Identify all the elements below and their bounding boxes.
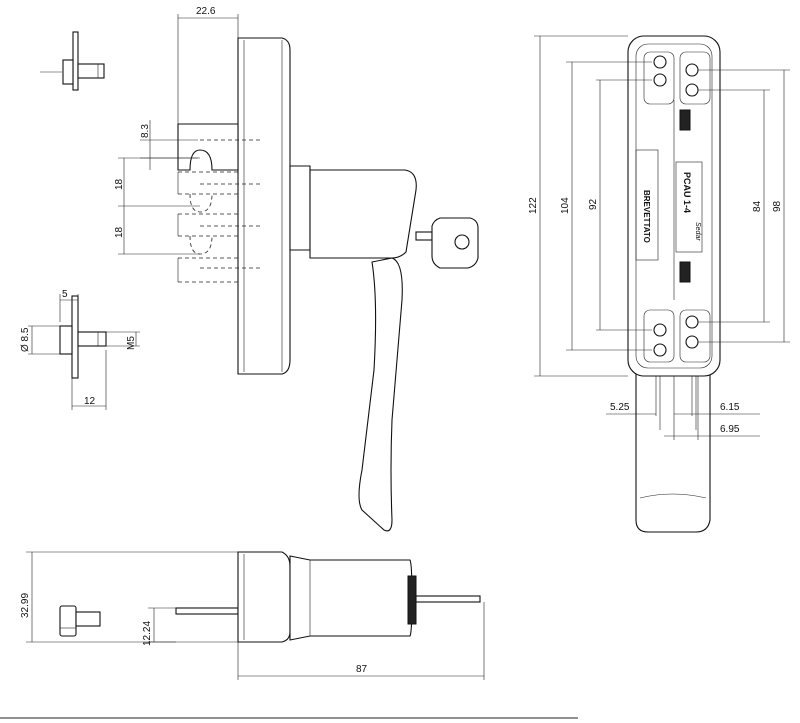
label-brevettato: BREVETTATO	[642, 190, 651, 243]
dim-12-24: 12.24	[142, 621, 153, 646]
dim-6-15: 6.15	[720, 402, 740, 413]
handle-side-view	[118, 14, 479, 532]
handle-bottom-view	[26, 551, 485, 680]
dim-12: 12	[84, 396, 96, 407]
dim-m5: M5	[126, 336, 137, 350]
dim-18-a: 18	[114, 178, 125, 190]
label-model: PCAU 1-4	[682, 172, 692, 213]
dim-32-99: 32.99	[20, 593, 31, 618]
spindle-pin-detail	[28, 294, 140, 410]
dim-5-25: 5.25	[610, 402, 630, 413]
spindle-pin-top	[40, 31, 105, 91]
dim-104: 104	[560, 197, 571, 214]
dim-18-b: 18	[114, 226, 125, 238]
handle-front-view	[534, 35, 790, 533]
dim-6-95: 6.95	[720, 424, 740, 435]
label-brand: Sedar	[694, 222, 701, 241]
dim-87: 87	[356, 664, 368, 675]
dim-5: 5	[62, 289, 68, 300]
dim-92: 92	[588, 198, 599, 210]
dim-22-6: 22.6	[196, 6, 216, 17]
dim-98: 98	[772, 200, 783, 212]
dim-diameter: Ø 8.5	[20, 327, 31, 352]
dim-84: 84	[752, 200, 763, 212]
dim-8-3: 8.3	[140, 124, 151, 138]
dim-122: 122	[528, 197, 539, 214]
